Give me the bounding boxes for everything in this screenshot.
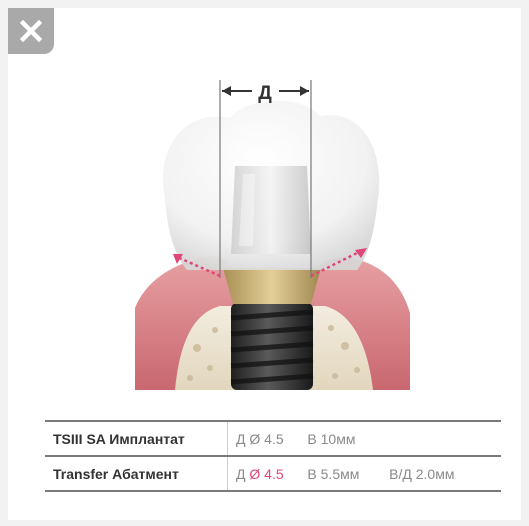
close-icon	[20, 20, 42, 42]
spec-name: TSIII SA Имплантат	[45, 421, 228, 456]
implant-illustration: Д	[135, 78, 410, 390]
table-row: TSIII SA Имплантат Д Ø 4.5 В 10мм	[45, 421, 501, 456]
spec-values: Д Ø 4.5 В 5.5мм В/Д 2.0мм	[228, 456, 502, 491]
spec-name: Transfer Абатмент	[45, 456, 228, 491]
close-button[interactable]	[8, 8, 54, 54]
spec-values: Д Ø 4.5 В 10мм	[228, 421, 502, 456]
table-row: Transfer Абатмент Д Ø 4.5 В 5.5мм В/Д 2.…	[45, 456, 501, 491]
spec-table: TSIII SA Имплантат Д Ø 4.5 В 10мм Transf…	[45, 420, 501, 492]
abutment-collar	[223, 268, 321, 304]
dimension-label: Д	[258, 83, 272, 104]
